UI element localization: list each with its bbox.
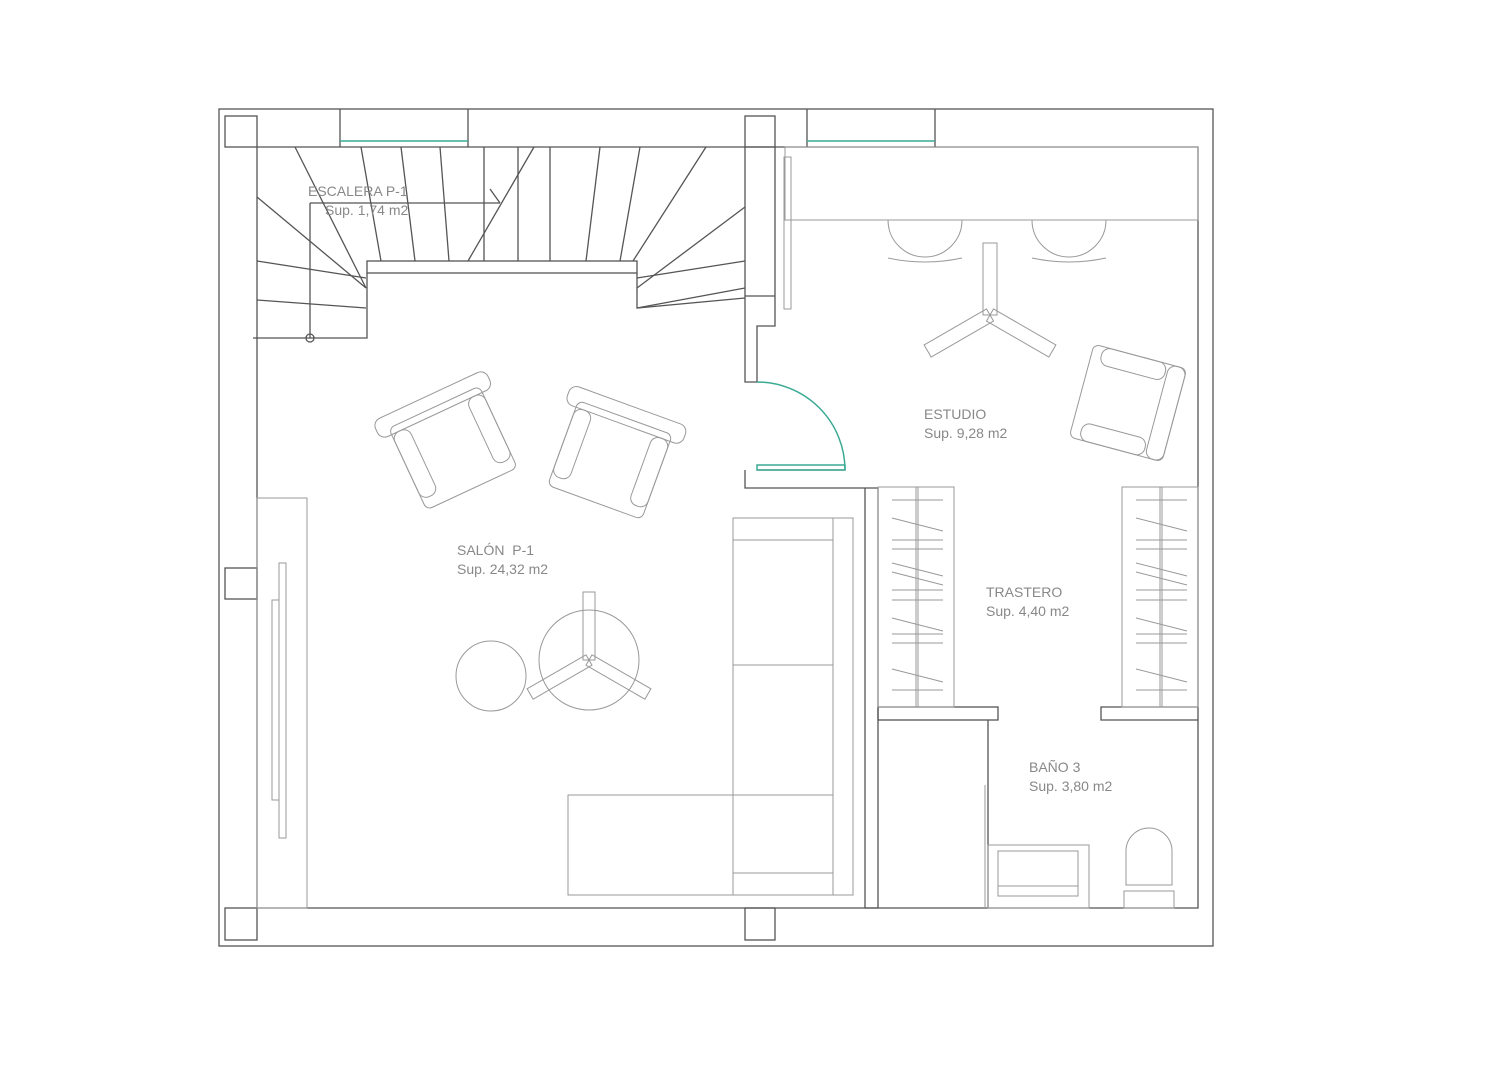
room-name: ESTUDIO xyxy=(924,406,987,422)
room-name: BAÑO 3 xyxy=(1029,759,1081,775)
room-label-estudio: ESTUDIO Sup. 9,28 m2 xyxy=(924,405,1007,443)
door-swing xyxy=(756,381,846,471)
room-area: Sup. 4,40 m2 xyxy=(986,603,1070,619)
room-name: TRASTERO xyxy=(986,584,1063,600)
staircase xyxy=(253,146,746,343)
room-label-trastero: TRASTERO Sup. 4,40 m2 xyxy=(986,583,1069,621)
room-area: Sup. 3,80 m2 xyxy=(1029,778,1113,794)
salon-furniture xyxy=(256,371,854,909)
room-area: Sup. 9,28 m2 xyxy=(924,425,1008,441)
room-label-bano: BAÑO 3 Sup. 3,80 m2 xyxy=(1029,758,1112,796)
room-area: Sup. 24,32 m2 xyxy=(457,561,549,577)
room-area: Sup. 1,74 m2 xyxy=(325,202,409,218)
walls xyxy=(224,109,1199,941)
room-label-salon: SALÓN P-1 Sup. 24,32 m2 xyxy=(457,541,548,579)
trastero-shelving xyxy=(877,486,1199,708)
outer-boundary xyxy=(218,108,1214,947)
bathroom-fixtures xyxy=(984,785,1175,909)
room-name: SALÓN P-1 xyxy=(457,542,535,558)
room-name: ESCALERA P-1 xyxy=(308,183,408,199)
estudio-furniture xyxy=(783,146,1199,461)
room-label-escalera: ESCALERA P-1 Sup. 1,74 m2 xyxy=(308,182,408,220)
